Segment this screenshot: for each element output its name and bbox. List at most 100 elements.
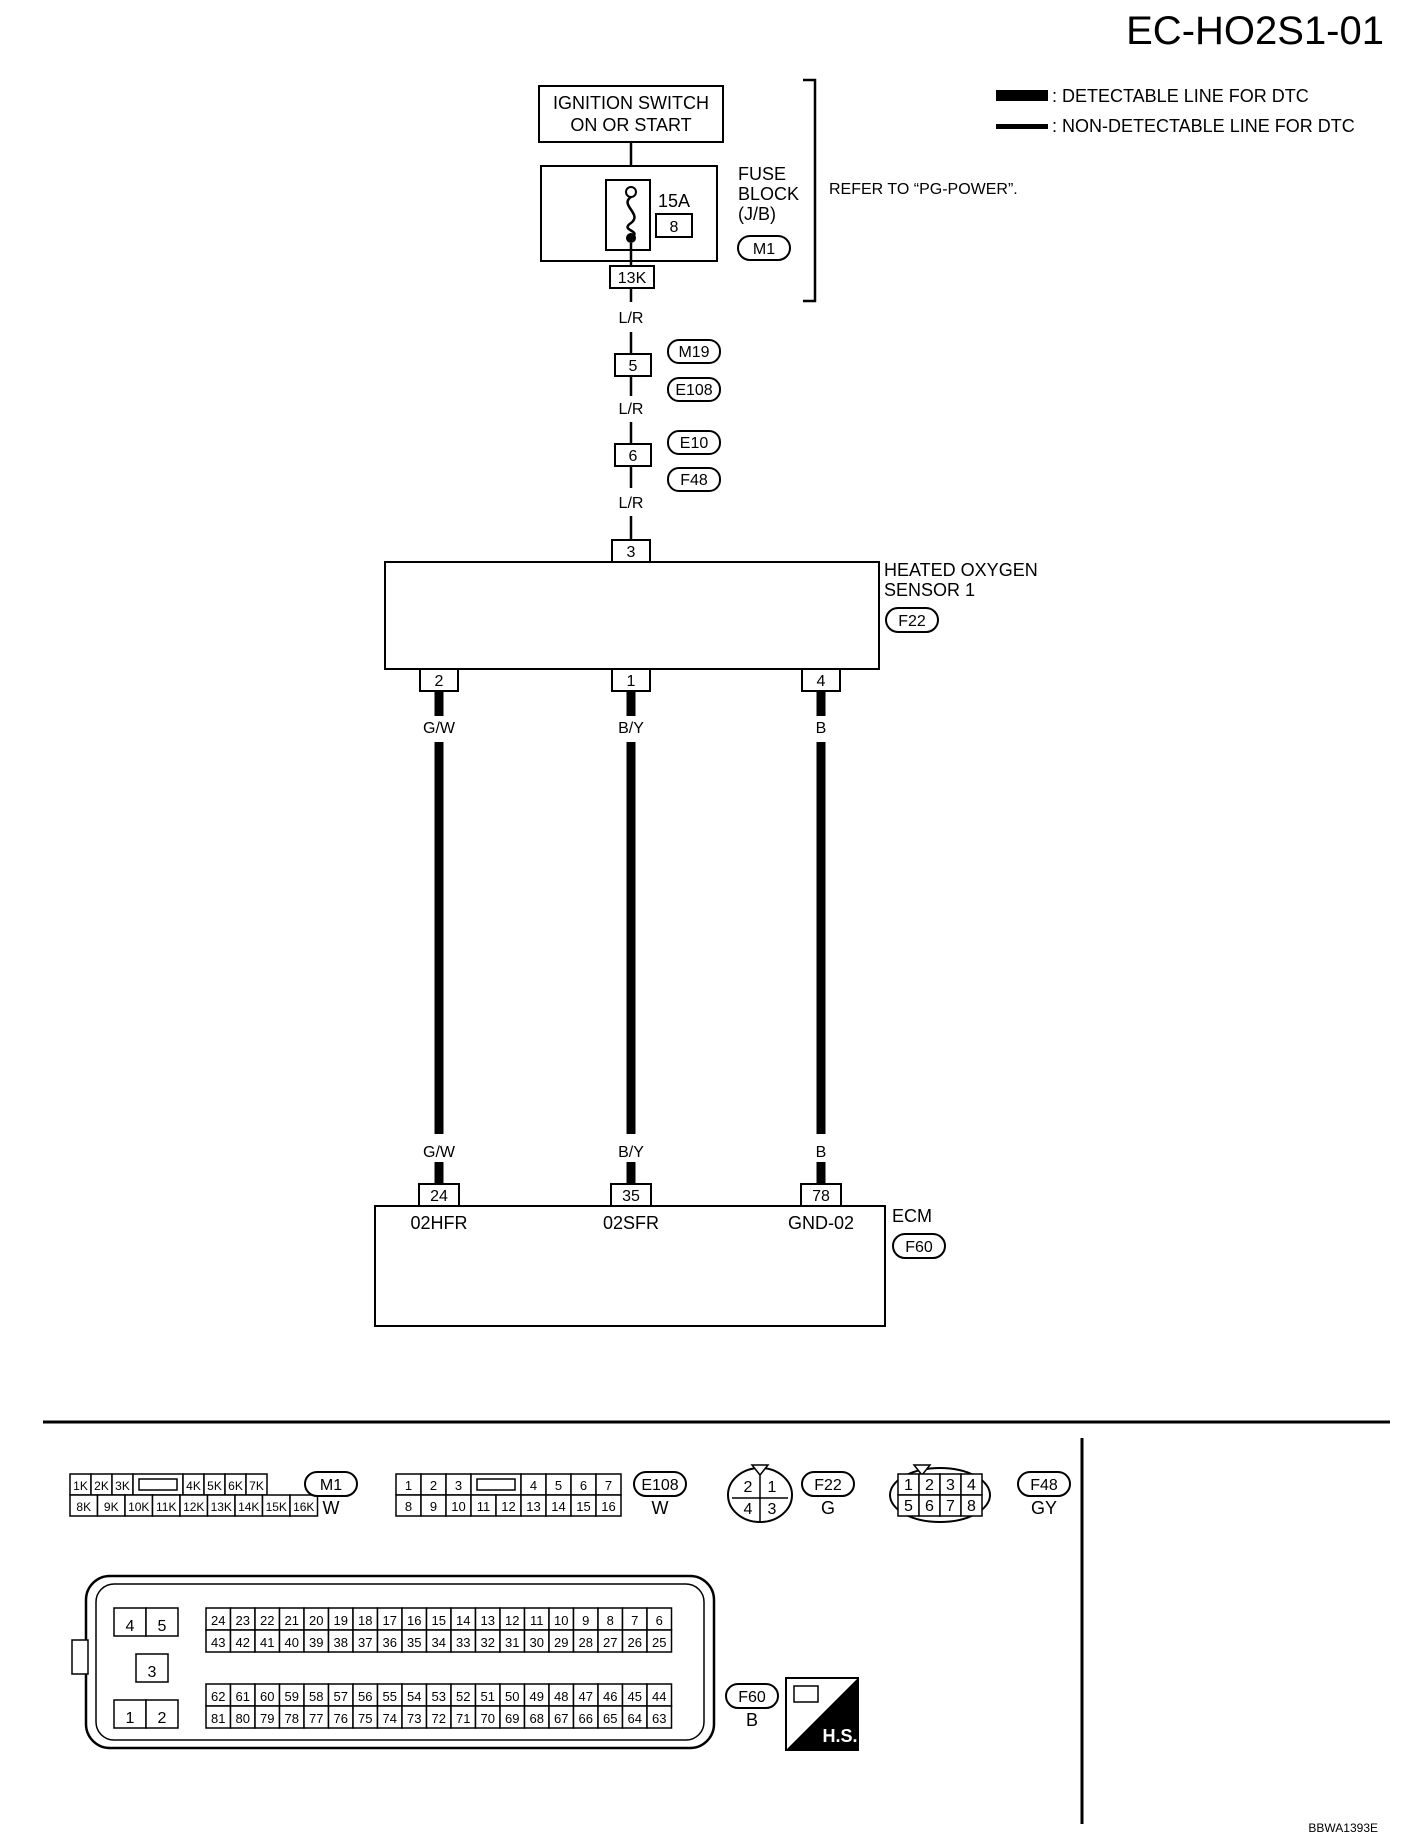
f60-pin: 60: [260, 1689, 274, 1704]
f60-pin: 37: [358, 1635, 372, 1650]
f60-pin: 53: [432, 1689, 446, 1704]
f60-pin: 63: [652, 1711, 666, 1726]
e108-pin: 11: [477, 1499, 491, 1514]
wire-color-b-bottom: B: [816, 1144, 827, 1161]
f48-pin: 5: [904, 1498, 913, 1515]
f22-pin: 2: [744, 1479, 753, 1496]
f48-pin: 7: [946, 1498, 955, 1515]
ecm-signal-gnd-02: GND-02: [788, 1213, 854, 1233]
f60-pin: 42: [236, 1635, 250, 1650]
e108-pin-cell: [595, 1494, 622, 1517]
fuse-element-icon: [626, 195, 636, 240]
e108-pin: 4: [530, 1478, 537, 1493]
sensor-connector-id: F22: [898, 613, 926, 630]
f48-pin: 2: [925, 1477, 934, 1494]
f60-power-pin: 1: [126, 1710, 135, 1727]
f48-pin-cell: [960, 1494, 983, 1517]
refer-bracket: [803, 78, 817, 303]
f60-pin: 67: [554, 1711, 568, 1726]
wire-color-lr-1: L/R: [619, 310, 644, 327]
ecm-terminal-24: 24: [430, 1188, 448, 1205]
m1-pin: 11K: [156, 1500, 176, 1514]
f60-pin: 79: [260, 1711, 274, 1726]
f60-pin: 72: [432, 1711, 446, 1726]
f60-power-pin: 4: [126, 1618, 135, 1635]
e108-pin: 2: [430, 1478, 437, 1493]
f60-pin: 71: [456, 1711, 470, 1726]
f60-pin: 44: [652, 1689, 666, 1704]
fuse-block-connector-id: M1: [753, 241, 775, 258]
legend-non-detectable-text: : NON-DETECTABLE LINE FOR DTC: [1052, 116, 1355, 136]
f48-key-icon: [912, 1464, 932, 1477]
f60-pin: 35: [407, 1635, 421, 1650]
f60-pin: 45: [628, 1689, 642, 1704]
ignition-switch-line2: ON OR START: [570, 115, 691, 135]
fuse-block-label-1: FUSE: [738, 164, 786, 184]
e108-pin: 1: [405, 1478, 412, 1493]
f60-pin: 11: [530, 1613, 544, 1628]
f60-pin: 64: [628, 1711, 642, 1726]
f48-pin: 4: [967, 1477, 976, 1494]
f60-pin: 58: [309, 1689, 323, 1704]
e108-pin: 9: [430, 1499, 437, 1514]
e108-pin: 7: [605, 1478, 612, 1493]
f60-power-pin-cell: [113, 1607, 147, 1637]
f60-pin: 13: [481, 1613, 495, 1628]
wire-color-lr-2: L/R: [619, 401, 644, 418]
m1-pin: 7K: [249, 1479, 264, 1493]
joint-2-connector-a: E10: [680, 435, 709, 452]
f60-power-pin: 2: [158, 1710, 167, 1727]
f60-pin: 70: [481, 1711, 495, 1726]
f48-pin: 8: [967, 1498, 976, 1515]
sensor-name-line1: HEATED OXYGEN: [884, 560, 1038, 580]
f60-pin: 51: [481, 1689, 495, 1704]
f60-pin: 31: [505, 1635, 519, 1650]
f60-pin: 62: [211, 1689, 225, 1704]
f22-pin: 1: [768, 1479, 777, 1496]
f60-pin: 73: [407, 1711, 421, 1726]
f60-power-pin: 5: [158, 1618, 167, 1635]
wire-color-gw-top: G/W: [423, 720, 456, 737]
f48-color: GY: [1031, 1498, 1057, 1518]
f60-pin: 19: [334, 1613, 348, 1628]
wire-color-by-top: B/Y: [618, 720, 644, 737]
ecm-signal-02sfr: 02SFR: [603, 1213, 659, 1233]
e108-color: W: [652, 1498, 669, 1518]
ecm-box: [374, 1205, 886, 1327]
f60-pin: 59: [285, 1689, 299, 1704]
f48-pin: 6: [925, 1498, 934, 1515]
legend-thin-line-swatch: [996, 124, 1048, 129]
ecm-terminal-78: 78: [812, 1188, 830, 1205]
f60-pin: 56: [358, 1689, 372, 1704]
f60-pin: 18: [358, 1613, 372, 1628]
joint-1-connector-b-pill: [667, 377, 721, 402]
joint-1-connector-b: E108: [675, 382, 712, 399]
f60-pin: 23: [236, 1613, 250, 1628]
fuse-block-connector-pill: [737, 235, 791, 261]
f60-power-pin-cell: [145, 1699, 179, 1729]
f60-pin: 33: [456, 1635, 470, 1650]
f60-pin: 68: [530, 1711, 544, 1726]
f60-pin: 10: [554, 1613, 568, 1628]
f60-pin: 27: [603, 1635, 617, 1650]
m1-pin: 10K: [128, 1500, 149, 1514]
m1-pin: 2K: [94, 1479, 109, 1493]
f60-pin: 78: [285, 1711, 299, 1726]
fuse-top-terminal: [625, 186, 637, 198]
fuse-terminal-label: 13K: [618, 270, 647, 287]
hs-label: H.S.: [822, 1726, 857, 1746]
f60-power-pin-cell: [145, 1607, 179, 1637]
legend-detectable-text: : DETECTABLE LINE FOR DTC: [1052, 86, 1309, 106]
m1-pin: 6K: [228, 1479, 243, 1493]
m1-pin: 16K: [293, 1500, 314, 1514]
f60-pin: 43: [211, 1635, 225, 1650]
f22-pin: 3: [768, 1501, 777, 1518]
f60-pin: 80: [236, 1711, 250, 1726]
m1-lock-tab: [138, 1478, 178, 1491]
ignition-switch-box: [538, 85, 724, 143]
f60-pin: 22: [260, 1613, 274, 1628]
f60-color: B: [746, 1710, 758, 1730]
f60-latch: [71, 1639, 89, 1675]
f60-pin: 48: [554, 1689, 568, 1704]
